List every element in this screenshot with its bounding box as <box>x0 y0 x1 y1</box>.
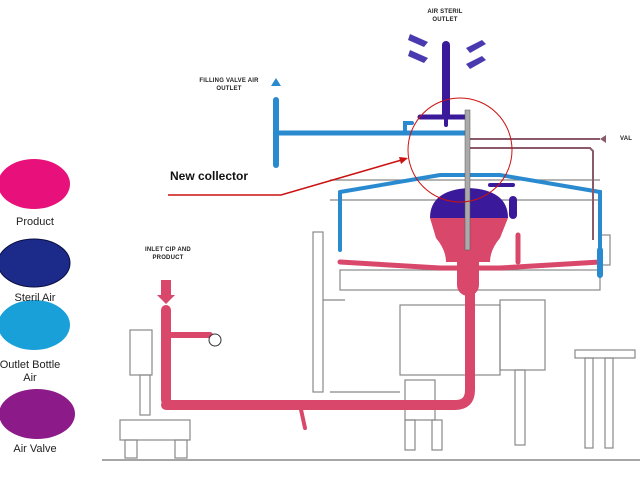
filling-valve-air-outlet-label: FILLING VALVE AIR OUTLET <box>199 78 259 92</box>
machine-frame <box>102 179 640 461</box>
legend-label-air-valve: Air Valve <box>13 443 57 455</box>
filling-valve-outlet-arrow <box>271 78 281 86</box>
legend-label-steril-air: Steril Air <box>14 292 56 304</box>
inlet-arrow <box>157 280 175 304</box>
product-pipes <box>161 209 603 430</box>
steril-air-pipes <box>417 41 517 219</box>
new-collector-arrow <box>168 158 406 196</box>
air-valve-pipes <box>470 138 600 240</box>
new-collector-highlight <box>407 97 513 203</box>
valve-inlet-arrow <box>600 135 606 143</box>
legend-swatch-outlet-bottle-air <box>0 300 70 350</box>
arrowhead <box>399 157 408 164</box>
legend-swatch-steril-air <box>0 238 71 288</box>
inlet-cip-product-label: INLET CIP AND PRODUCT <box>145 247 191 261</box>
legend-swatch-air-valve <box>0 389 75 439</box>
central-shaft <box>464 109 471 251</box>
pressure-gauge-icon <box>208 333 222 347</box>
legend-swatch-product <box>0 159 70 209</box>
steril-air-arrows <box>408 34 486 69</box>
legend-label-product: Product <box>16 216 54 228</box>
outlet-air-pipes <box>273 97 603 278</box>
new-collector-label: New collector <box>170 169 249 183</box>
air-steril-outlet-label: AIR STERIL OUTLET <box>427 9 463 23</box>
legend-label-outlet-bottle-air: Outlet Bottle Air <box>0 359 61 384</box>
valve-label: VAL <box>620 136 633 142</box>
